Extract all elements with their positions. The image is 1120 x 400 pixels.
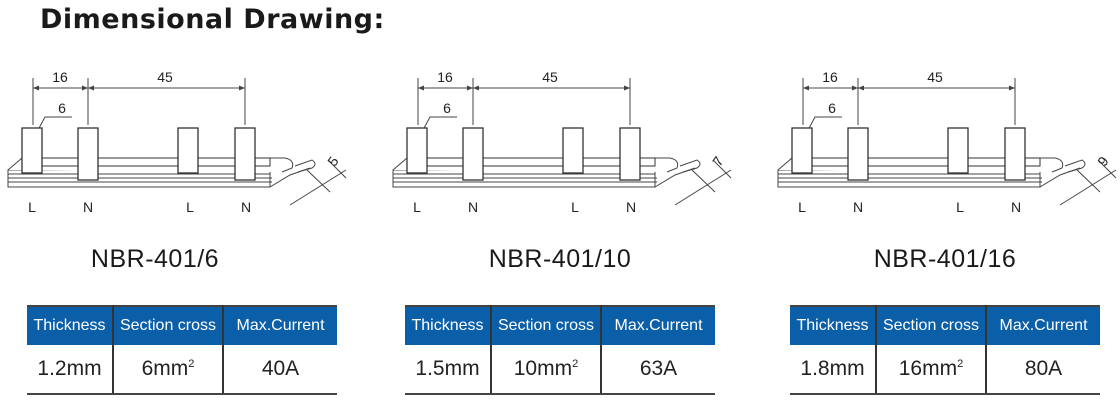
model-name: NBR-401/6 [90, 245, 220, 273]
current-value: 63A [600, 345, 715, 395]
pole-label: N [626, 199, 636, 215]
pole-label: L [798, 199, 806, 215]
thickness-value: 1.5mm [405, 345, 492, 395]
pole-label: L [28, 199, 36, 215]
table-row: 1.5mm 10mm2 63A [405, 345, 715, 395]
pin-l2 [562, 127, 584, 174]
spec-table: Thickness Section cross Max.Current 1.5m… [405, 305, 715, 395]
model-name: NBR-401/16 [873, 245, 1017, 273]
edge-dim-label: 5 [324, 153, 342, 169]
span-label: 45 [157, 69, 173, 85]
pin-n1 [847, 127, 869, 181]
section-superscript: 2 [572, 358, 579, 370]
pole-label: L [413, 199, 421, 215]
pin-l1 [791, 127, 813, 174]
header-current: Max.Current [222, 305, 337, 345]
table-header-row: Thickness Section cross Max.Current [790, 305, 1100, 345]
section-superscript: 2 [957, 358, 964, 370]
pin-width-label: 6 [443, 100, 451, 116]
header-thickness: Thickness [405, 305, 492, 345]
pin-n2 [1004, 127, 1026, 181]
section-value: 16mm2 [875, 345, 987, 395]
edge-dimension-line [289, 169, 347, 206]
pin-l2 [947, 127, 969, 174]
busbar-drawing: 16 45 6 5 L N L N [7, 69, 347, 215]
current-value: 40A [222, 345, 337, 395]
header-current: Max.Current [985, 305, 1100, 345]
pole-label: N [468, 199, 478, 215]
table-row: 1.2mm 6mm2 40A [27, 345, 337, 395]
header-current: Max.Current [600, 305, 715, 345]
span-label: 45 [927, 69, 943, 85]
span-label: 45 [542, 69, 558, 85]
busbar-drawing: 16 45 6 7 L N L N [392, 69, 732, 215]
product-panel: 16 45 6 7 L N L N NBR-401/10 Thickness S… [385, 0, 765, 400]
product-panel: 16 45 6 9 L N L N NBR-401/16 Thickness S… [770, 0, 1120, 400]
pin-width-label: 6 [58, 100, 66, 116]
table-header-row: Thickness Section cross Max.Current [27, 305, 337, 345]
pin-l1 [21, 127, 43, 174]
pole-label: L [956, 199, 964, 215]
header-thickness: Thickness [27, 305, 114, 345]
section-value: 6mm2 [112, 345, 224, 395]
header-section: Section cross [490, 305, 602, 345]
thickness-value: 1.8mm [790, 345, 877, 395]
thickness-value: 1.2mm [27, 345, 114, 395]
pole-label: N [1011, 199, 1021, 215]
edge-dimension-line [1059, 169, 1117, 206]
header-section: Section cross [112, 305, 224, 345]
section-value: 10mm2 [490, 345, 602, 395]
pin-l1 [406, 127, 428, 174]
spec-table: Thickness Section cross Max.Current 1.2m… [27, 305, 337, 395]
busbar-drawing: 16 45 6 9 L N L N [777, 69, 1117, 215]
page-title: Dimensional Drawing: [40, 4, 385, 35]
pitch-label: 16 [822, 69, 838, 85]
pin-n2 [619, 127, 641, 181]
header-section: Section cross [875, 305, 987, 345]
edge-dim-label: 9 [1094, 153, 1112, 169]
pin-n2 [234, 127, 256, 181]
pole-label: N [241, 199, 251, 215]
section-number: 10mm [513, 357, 573, 380]
header-thickness: Thickness [790, 305, 877, 345]
table-row: 1.8mm 16mm2 80A [790, 345, 1100, 395]
product-panel: 16 45 6 5 L N L N NBR-401/6 Thickness Se… [0, 0, 380, 400]
table-header-row: Thickness Section cross Max.Current [405, 305, 715, 345]
section-number: 6mm [141, 357, 189, 380]
section-number: 16mm [898, 357, 958, 380]
pole-label: L [571, 199, 579, 215]
edge-dim-label: 7 [709, 153, 727, 169]
pole-label: L [186, 199, 194, 215]
pitch-label: 16 [52, 69, 68, 85]
pin-l2 [177, 127, 199, 174]
pin-n1 [77, 127, 99, 181]
spec-table: Thickness Section cross Max.Current 1.8m… [790, 305, 1100, 395]
current-value: 80A [985, 345, 1100, 395]
section-superscript: 2 [188, 358, 195, 370]
pin-width-label: 6 [828, 100, 836, 116]
pole-label: N [853, 199, 863, 215]
pin-n1 [462, 127, 484, 181]
model-name: NBR-401/10 [488, 245, 632, 273]
pole-label: N [83, 199, 93, 215]
edge-dimension-line [674, 169, 732, 206]
pitch-label: 16 [437, 69, 453, 85]
